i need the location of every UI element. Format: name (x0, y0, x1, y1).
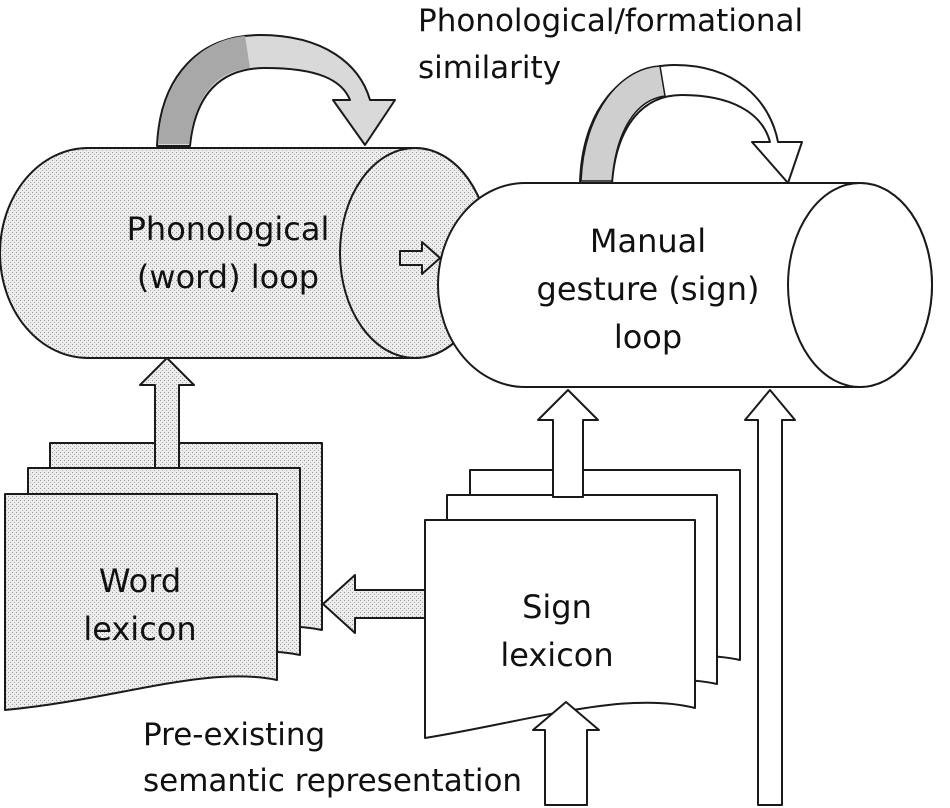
phonological-rehearsal-arrow (156, 34, 396, 147)
similarity-label-line2: similarity (418, 50, 561, 86)
manual-loop-label-line1: Manual (590, 222, 706, 260)
similarity-label-line1: Phonological/formational (418, 3, 803, 39)
manual-loop-label-line3: loop (614, 318, 682, 356)
semantic-label-line2: semantic representation (143, 763, 522, 799)
semantic-to-manual-arrow (744, 389, 796, 806)
loop-link-arrow (399, 241, 441, 275)
sign-lexicon-label-line1: Sign (522, 588, 592, 626)
manual-rehearsal-arrow (579, 64, 803, 184)
word-lexicon-label-line1: Word (99, 562, 181, 600)
phonological-loop-label-line2: (word) loop (137, 258, 319, 296)
manual-loop-label-line2: gesture (sign) (537, 270, 760, 308)
word-lexicon-stack (4, 442, 323, 711)
word-lexicon-label-line2: lexicon (83, 610, 196, 648)
sign-to-word-arrow (322, 574, 426, 634)
semantic-to-sign-arrow (532, 701, 600, 806)
sign-lexicon-stack (424, 469, 741, 739)
word-to-phonological-arrow (139, 357, 195, 469)
sign-lexicon-label-line2: lexicon (500, 636, 613, 674)
phonological-loop-label-line1: Phonological (127, 210, 330, 248)
semantic-label-line1: Pre-existing (143, 717, 325, 753)
sign-to-manual-arrow (537, 389, 599, 498)
manual-gesture-loop-cylinder (437, 182, 933, 388)
